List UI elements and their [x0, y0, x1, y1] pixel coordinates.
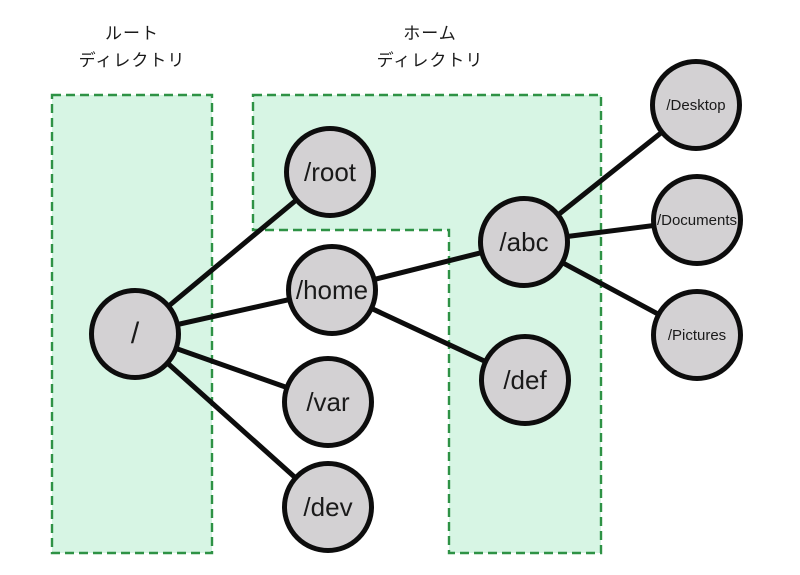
label-root-directory-line2: ディレクトリ — [78, 51, 186, 70]
node-abc: /abc — [478, 196, 570, 288]
node-root-label: / — [130, 317, 140, 350]
node-pictures-label: /Pictures — [667, 326, 727, 344]
node-abc-label: /abc — [499, 226, 549, 257]
node-documents-label: /Documents — [656, 211, 738, 229]
node-home-label: /home — [295, 274, 369, 305]
node-slashroot-label: /root — [303, 156, 357, 187]
node-home: /home — [286, 244, 378, 336]
label-home-directory-line1: ホーム — [403, 24, 457, 43]
label-home-directory: ホーム ディレクトリ — [350, 20, 510, 74]
node-root: / — [89, 288, 181, 380]
node-dev-label: /dev — [303, 491, 353, 522]
label-home-directory-line2: ディレクトリ — [376, 51, 484, 70]
node-var-label: /var — [306, 386, 350, 417]
node-dev: /dev — [282, 461, 374, 553]
node-def: /def — [479, 334, 571, 426]
node-pictures: /Pictures — [651, 289, 743, 381]
node-slashroot: /root — [284, 126, 376, 218]
node-desktop-label: /Desktop — [666, 96, 726, 114]
node-documents: /Documents — [651, 174, 743, 266]
label-root-directory: ルート ディレクトリ — [52, 20, 212, 74]
node-desktop: /Desktop — [650, 59, 742, 151]
node-def-label: /def — [503, 364, 547, 395]
node-var: /var — [282, 356, 374, 448]
label-root-directory-line1: ルート — [105, 24, 159, 43]
